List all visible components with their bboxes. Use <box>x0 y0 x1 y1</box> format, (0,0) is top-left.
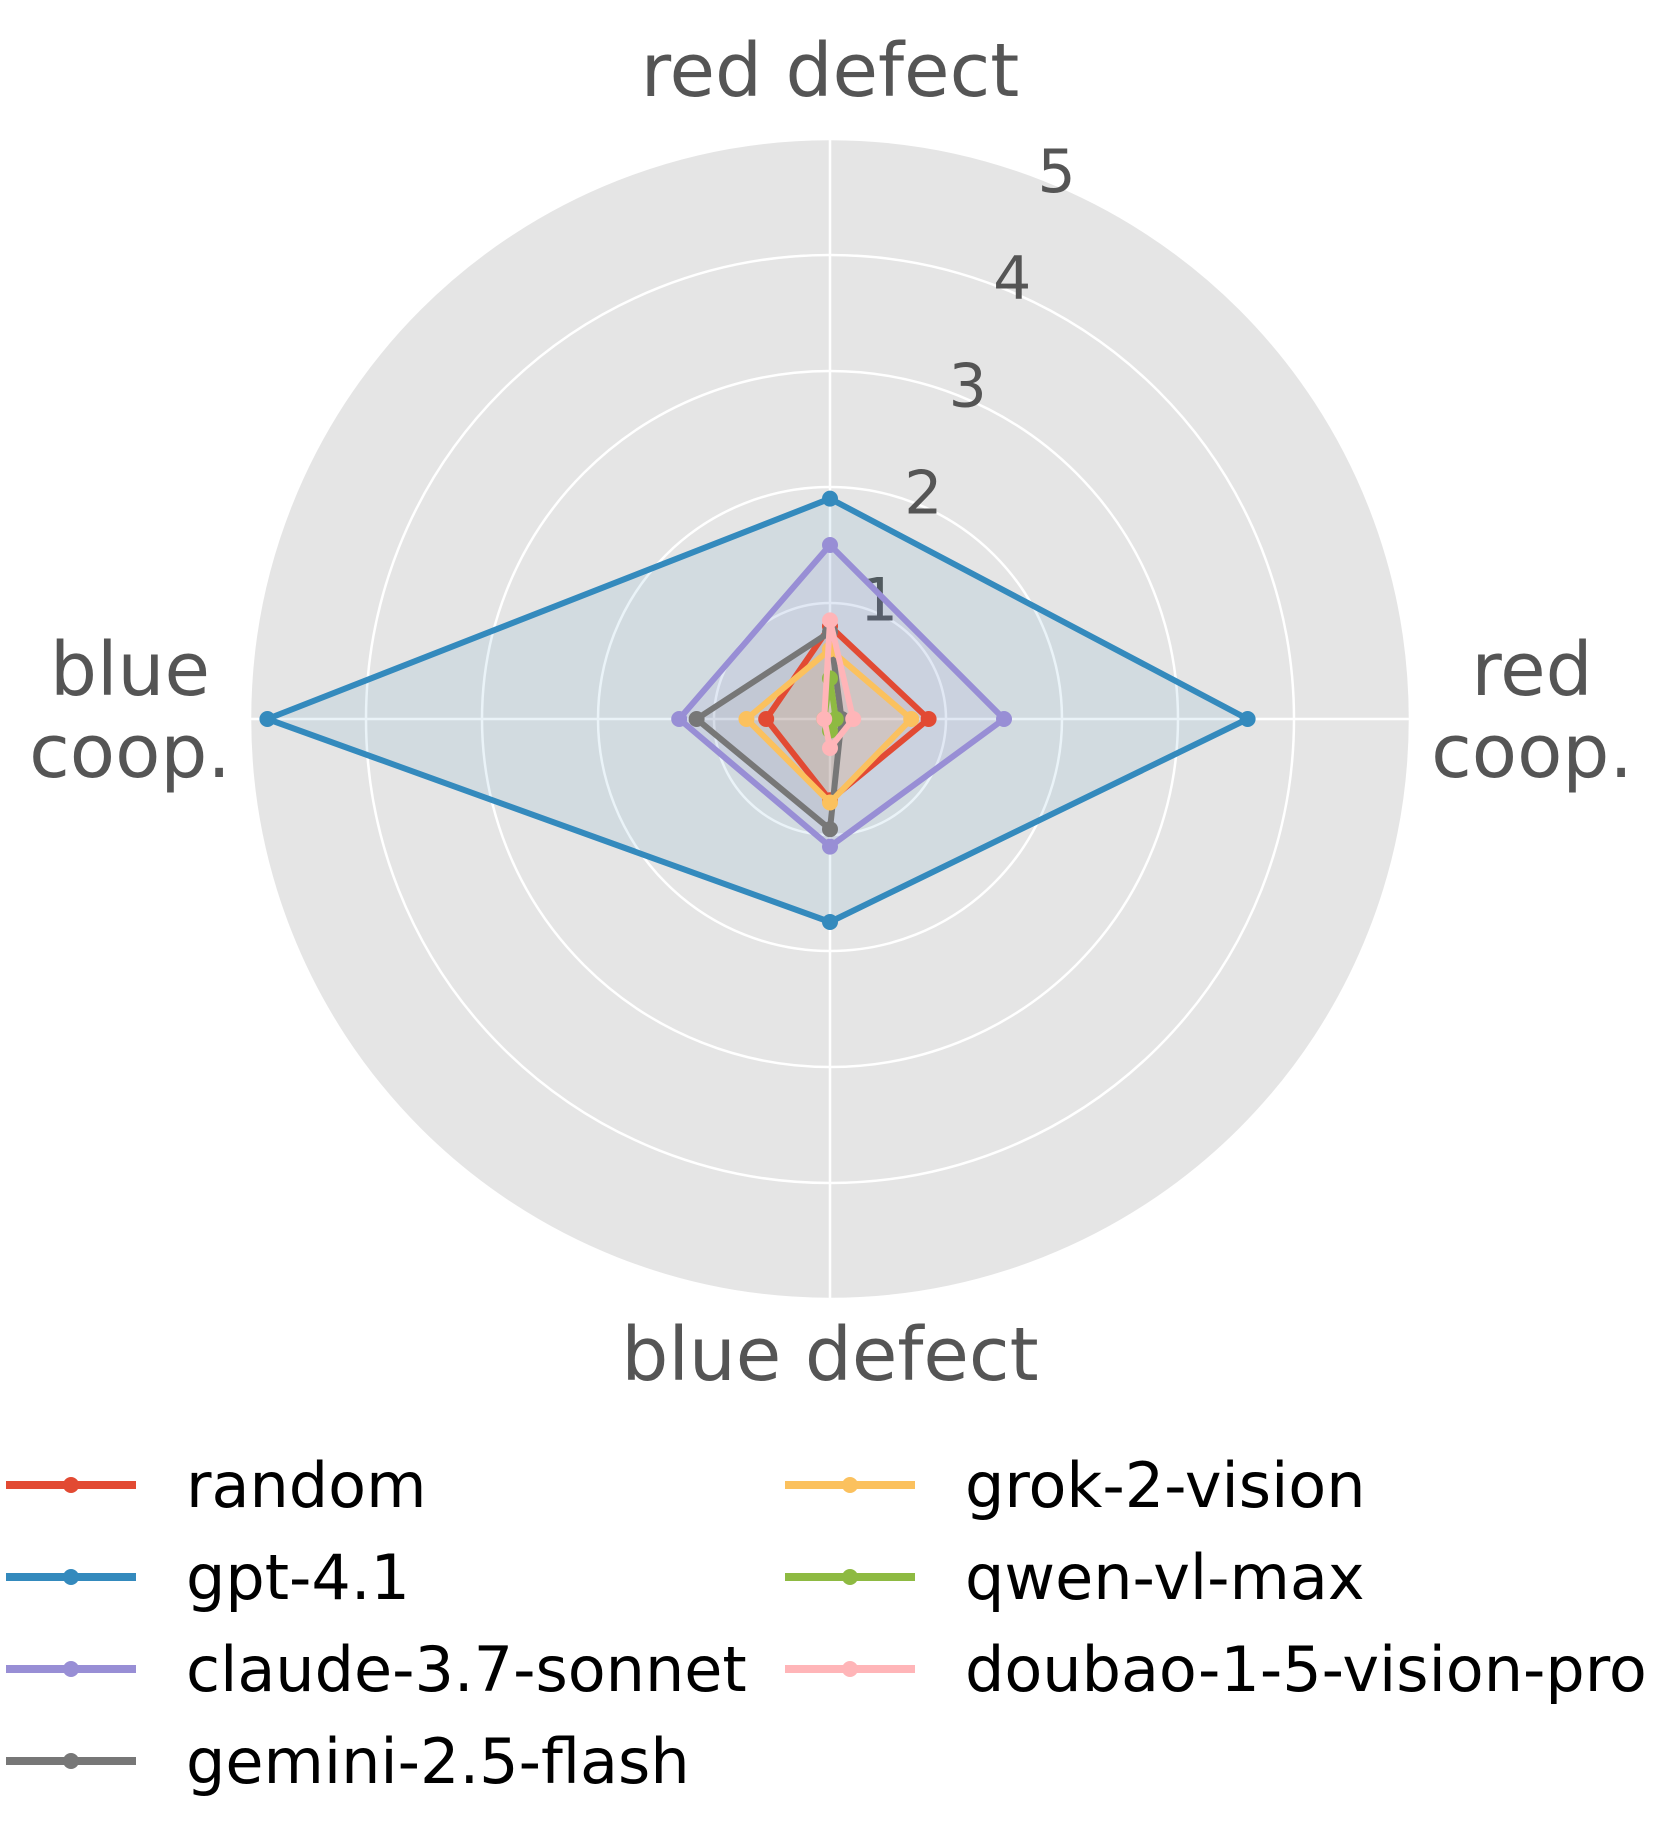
data-point <box>1239 711 1256 727</box>
legend-swatch-marker <box>842 1661 858 1677</box>
legend-item-random: random <box>6 1449 426 1522</box>
axis-label-line: red <box>1471 627 1592 713</box>
data-point <box>920 711 937 727</box>
legend-label: doubao-1-5-vision-pro <box>965 1633 1647 1706</box>
radial-tick-label: 3 <box>949 351 987 421</box>
data-point <box>822 821 838 838</box>
data-point <box>822 537 838 553</box>
data-point <box>738 711 755 727</box>
data-point <box>996 711 1012 727</box>
legend-item-qwen-vl-max: qwen-vl-max <box>785 1541 1365 1614</box>
legend-label: random <box>186 1449 426 1522</box>
radial-tick-label: 4 <box>993 244 1031 314</box>
data-point <box>671 711 688 727</box>
series-grok-2-vision <box>738 641 920 811</box>
legend-label: qwen-vl-max <box>965 1541 1365 1614</box>
data-point <box>845 711 862 727</box>
legend-label: gemini-2.5-flash <box>186 1725 690 1798</box>
axis-label-line: coop. <box>1431 709 1633 795</box>
data-point <box>688 711 705 727</box>
legend-label: claude-3.7-sonnet <box>186 1633 747 1706</box>
radial-tick-label: 2 <box>904 459 942 529</box>
legend-swatch-marker <box>63 1477 79 1493</box>
data-point <box>822 914 838 930</box>
legend-item-gemini-2.5-flash: gemini-2.5-flash <box>6 1725 690 1798</box>
series-claude-3.7-sonnet <box>671 537 1012 855</box>
data-point <box>816 711 833 727</box>
data-point <box>758 711 775 727</box>
data-point <box>822 490 838 507</box>
legend-item-doubao-1-5-vision-pro: doubao-1-5-vision-pro <box>785 1633 1647 1706</box>
axis-label-red-defect: red defect <box>641 28 1020 114</box>
legend-item-grok-2-vision: grok-2-vision <box>785 1449 1366 1522</box>
legend: random gpt-4.1 claude-3.7-sonnet gemini-2.5… <box>6 1449 1647 1798</box>
legend-swatch-marker <box>842 1477 858 1493</box>
data-point <box>822 838 838 855</box>
legend-item-gpt-4.1: gpt-4.1 <box>6 1541 410 1614</box>
axis-label-blue-defect: blue defect <box>621 1312 1038 1398</box>
legend-swatch-marker <box>63 1661 79 1677</box>
legend-swatch-marker <box>842 1569 858 1585</box>
series-gpt-4.1 <box>259 490 1256 930</box>
legend-label: grok-2-vision <box>965 1449 1366 1522</box>
legend-swatch-marker <box>63 1569 79 1585</box>
data-point <box>822 740 838 756</box>
axis-label-line: blue defect <box>621 1312 1038 1398</box>
data-point <box>822 794 838 811</box>
data-point <box>822 612 838 629</box>
legend-swatch-marker <box>63 1753 79 1769</box>
data-point <box>903 711 920 727</box>
radial-tick-label: 5 <box>1037 137 1075 207</box>
legend-label: gpt-4.1 <box>186 1541 410 1614</box>
axis-label-line: coop. <box>29 709 231 795</box>
axis-label-line: blue <box>50 627 210 713</box>
data-point <box>259 711 276 727</box>
legend-item-claude-3.7-sonnet: claude-3.7-sonnet <box>6 1633 747 1706</box>
series-doubao-1-5-vision-pro <box>816 612 862 756</box>
axis-label-line: red defect <box>641 28 1020 114</box>
